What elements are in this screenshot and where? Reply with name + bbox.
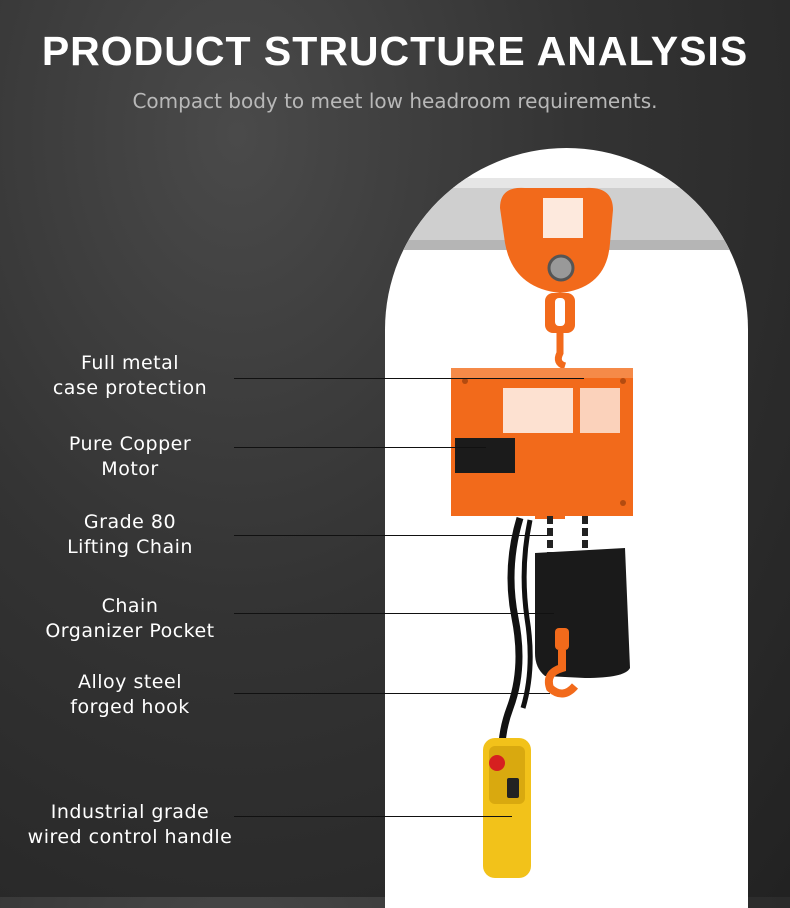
feature-label-chain-pocket: Chain Organizer Pocket <box>45 595 215 642</box>
control-pendant <box>483 738 531 878</box>
callout-line-copper-motor <box>234 447 486 448</box>
feature-label-forged-hook: Alloy steel forged hook <box>70 671 190 718</box>
callout-line-metal-case <box>234 378 584 379</box>
hoist-body <box>451 368 633 519</box>
page-title: PRODUCT STRUCTURE ANALYSIS <box>41 28 749 74</box>
forged-hook <box>544 628 579 698</box>
callout-line-forged-hook <box>234 693 550 694</box>
feature-label-copper-motor: Pure Copper Motor <box>68 433 192 480</box>
page-subtitle: Compact body to meet low headroom requir… <box>132 89 658 113</box>
callout-line-lifting-chain <box>234 535 548 536</box>
callout-line-chain-pocket <box>234 613 554 614</box>
feature-label-lifting-chain: Grade 80 Lifting Chain <box>67 511 193 558</box>
feature-label-metal-case: Full metal case protection <box>52 352 208 399</box>
trolley <box>500 187 613 333</box>
hoist-illustration <box>385 178 748 878</box>
callout-line-control-handle <box>234 816 512 817</box>
product-backdrop <box>385 148 748 908</box>
feature-label-control-handle: Industrial grade wired control handle <box>27 801 233 848</box>
